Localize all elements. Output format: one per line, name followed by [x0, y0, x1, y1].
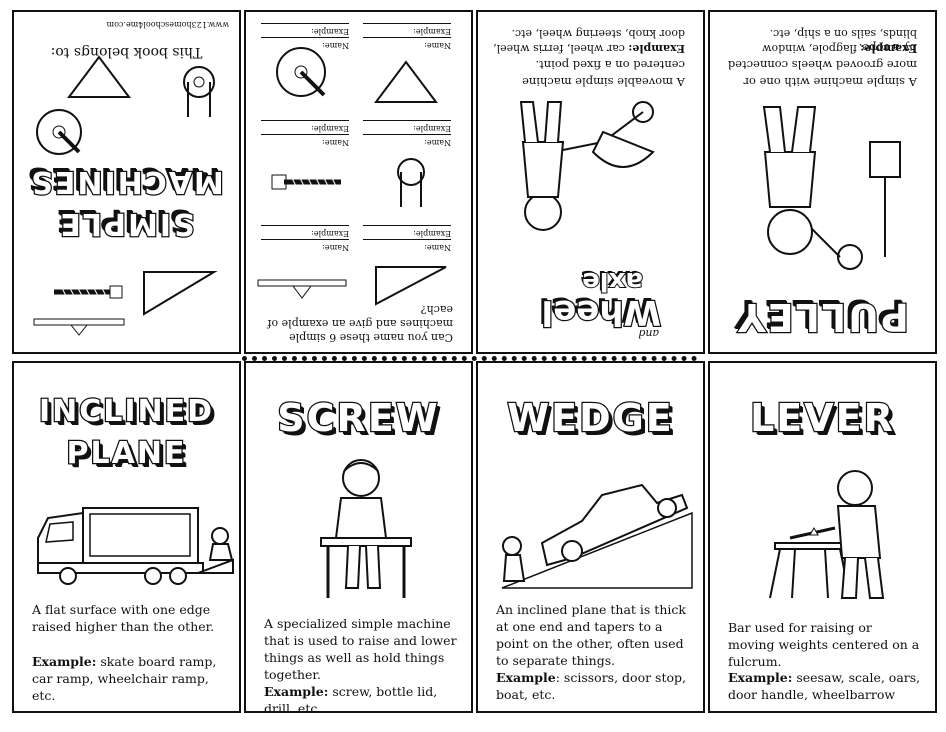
cover-screw-icon — [54, 285, 123, 299]
inclined-plane-example-label: Example: — [32, 654, 97, 669]
quiz-example-line-5 — [363, 23, 451, 24]
quiz-example-label-2: Example: — [311, 229, 349, 238]
cover-panel-content: www.123homeschool4me.com This book belon… — [14, 12, 239, 352]
quiz-example-line-2 — [261, 225, 349, 226]
cover-wheel-axle-icon — [36, 109, 82, 155]
wedge-illustration — [501, 483, 693, 589]
quiz-example-label-6: Example: — [311, 27, 349, 36]
quiz-name-line-1 — [363, 239, 451, 240]
cover-title-line1: SIMPLE — [57, 205, 196, 243]
quiz-example-line-1 — [363, 225, 451, 226]
inclined-plane-title-line1: INCLINED — [38, 394, 215, 429]
lever-illustration — [769, 470, 885, 599]
wheel-axle-description: A moveable simple machine centered on a … — [522, 58, 685, 89]
pulley-panel-content: PULLEY A simple machine with one or more… — [710, 12, 935, 352]
screw-example-label: Example: — [264, 684, 329, 699]
inclined-plane-title-line2: PLANE — [65, 436, 187, 471]
cover-wedge-icon — [67, 55, 131, 98]
quiz-name-line-6 — [261, 37, 349, 38]
inclined-plane-panel: INCLINED PLANE A flat surface with one e… — [12, 361, 241, 713]
pulley-example-label: Example: — [860, 42, 917, 55]
screw-example-text: screw, bottle lid, drill, etc. — [264, 684, 438, 713]
wedge-example-text: : scissors, door stop, boat, etc. — [496, 670, 686, 702]
lever-example: Example: seesaw, scale, oars, door handl… — [728, 669, 921, 703]
cover-lever-icon — [33, 318, 125, 336]
quiz-name-label-5: Name: — [424, 41, 451, 50]
wheel-axle-title-top: Wheel — [540, 291, 662, 334]
inclined-plane-illustration — [37, 507, 234, 585]
pulley-example: Example: flagpole, window blinds, sails … — [724, 26, 917, 56]
quiz-wedge-icon — [374, 60, 438, 103]
wedge-example-label: Example — [496, 670, 556, 685]
quiz-example-label-3: Example: — [413, 124, 451, 133]
inclined-plane-example: Example: skate board ramp, car ramp, whe… — [32, 653, 225, 704]
quiz-name-line-4 — [261, 134, 349, 135]
quiz-example-label-5: Example: — [413, 27, 451, 36]
quiz-screw-icon — [271, 174, 341, 190]
lever-example-label: Example: — [728, 670, 793, 685]
lever-example-text: seesaw, scale, oars, door handle, wheelb… — [728, 670, 921, 702]
wedge-description: An inclined plane that is thick at one e… — [496, 602, 686, 668]
fold-cut-line — [242, 356, 697, 361]
wheel-axle-title-bottom: axle — [581, 265, 644, 297]
quiz-name-label-6: Name: — [322, 41, 349, 50]
cover-pulley-icon — [183, 66, 215, 117]
wheel-axle-illustration — [519, 101, 655, 231]
lever-panel: LEVER Bar used for raising or moving wei… — [708, 361, 937, 713]
wedge-example: Example: scissors, door stop, boat, etc. — [496, 669, 689, 703]
quiz-name-label-2: Name: — [322, 243, 349, 252]
screw-illustration — [320, 459, 412, 598]
wheel-axle-panel: and Wheel axle A moveable simple machine… — [476, 10, 705, 354]
screw-title: SCREW — [276, 396, 440, 440]
quiz-lever-icon — [257, 279, 347, 299]
lever-title: LEVER — [749, 396, 895, 440]
wedge-panel: WEDGE An inclined plane that is thick at… — [476, 361, 705, 713]
inclined-plane-description: A flat surface with one edge raised high… — [32, 602, 215, 634]
inclined-plane-example-text: skate board ramp, car ramp, wheelchair r… — [32, 654, 217, 703]
wheel-axle-panel-content: and Wheel axle A moveable simple machine… — [478, 12, 703, 352]
lever-description: Bar used for raising or moving weights c… — [728, 620, 920, 669]
screw-example: Example: screw, bottle lid, drill, etc. — [264, 683, 457, 713]
screw-description: A specialized simple machine that is use… — [264, 616, 457, 682]
quiz-panel: Can you name these 6 simple machines and… — [244, 10, 473, 354]
cover-inclined-plane-icon — [143, 271, 218, 316]
pulley-title: PULLEY — [735, 294, 910, 341]
pulley-illustration — [762, 106, 901, 270]
quiz-name-line-3 — [363, 134, 451, 135]
cover-panel: www.123homeschool4me.com This book belon… — [12, 10, 241, 354]
cover-url: www.123homeschool4me.com — [106, 20, 229, 29]
quiz-name-label-1: Name: — [424, 243, 451, 252]
quiz-name-line-5 — [363, 37, 451, 38]
quiz-wheel-axle-icon — [276, 47, 326, 97]
quiz-inclined-plane-icon — [375, 266, 447, 306]
pulley-panel: PULLEY A simple machine with one or more… — [708, 10, 937, 354]
quiz-example-label-1: Example: — [413, 229, 451, 238]
quiz-panel-content: Can you name these 6 simple machines and… — [246, 12, 471, 352]
quiz-name-line-2 — [261, 239, 349, 240]
wheel-axle-example: Example: car wheel, ferris wheel, door k… — [492, 26, 685, 56]
quiz-example-label-4: Example: — [311, 124, 349, 133]
quiz-name-label-4: Name: — [322, 138, 349, 147]
cover-title-line2: MACHINES — [28, 163, 225, 201]
wheel-axle-example-label: Example: — [628, 42, 685, 55]
quiz-pulley-icon — [397, 158, 425, 207]
quiz-example-line-4 — [261, 120, 349, 121]
quiz-example-line-3 — [363, 120, 451, 121]
wedge-title: WEDGE — [506, 396, 674, 440]
quiz-example-line-6 — [261, 23, 349, 24]
screw-panel: SCREW A specialized simple machine that … — [244, 361, 473, 713]
quiz-name-label-3: Name: — [424, 138, 451, 147]
